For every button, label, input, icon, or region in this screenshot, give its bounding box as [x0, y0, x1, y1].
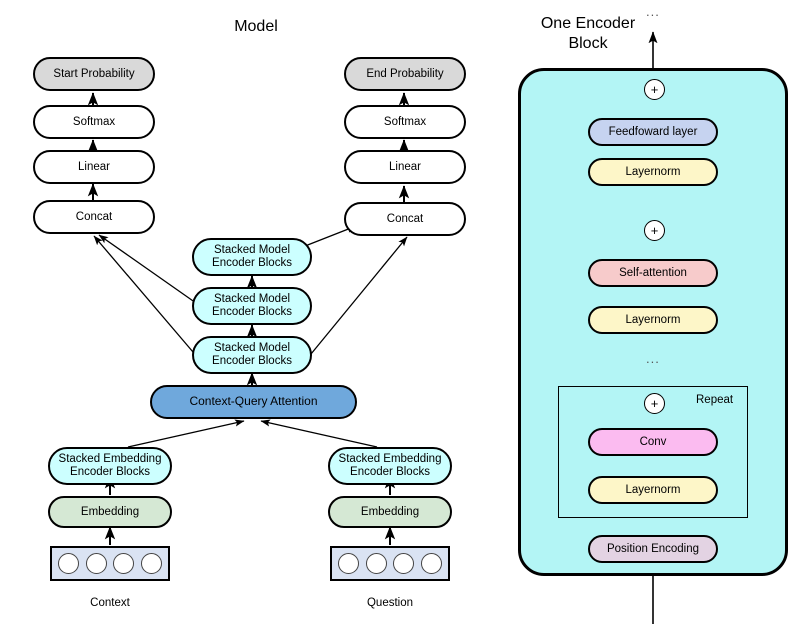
question-stacked-embedding-encoder-blocks[interactable]: Stacked Embedding Encoder Blocks — [328, 447, 452, 485]
add-node-feedforward: + — [644, 79, 665, 100]
stacked-model-block-3-line-2: Encoder Blocks — [212, 355, 292, 367]
layernorm-node-mid[interactable]: Layernorm — [588, 306, 718, 334]
start-probability-node[interactable]: Start Probability — [33, 57, 155, 91]
stacked-model-block-2-line-1: Stacked Model — [213, 293, 291, 306]
context-token-box[interactable] — [50, 546, 170, 581]
start-softmax-node[interactable]: Softmax — [33, 105, 155, 139]
end-concat-node[interactable]: Concat — [344, 202, 466, 236]
left-diagram-title: Model — [234, 18, 278, 35]
stacked-model-encoder-block-2[interactable]: Stacked Model Encoder Blocks — [192, 287, 312, 325]
context-token-4 — [140, 553, 162, 574]
end-softmax-node[interactable]: Softmax — [344, 105, 466, 139]
end-linear-node[interactable]: Linear — [344, 150, 466, 184]
encoder-inner-ellipsis: ... — [646, 351, 660, 366]
context-token-3 — [113, 553, 135, 574]
context-token-2 — [85, 553, 107, 574]
stacked-model-encoder-block-3[interactable]: Stacked Model Encoder Blocks — [192, 336, 312, 374]
stacked-model-block-2-line-2: Encoder Blocks — [212, 306, 292, 318]
context-caption: Context — [90, 597, 130, 609]
question-token-2 — [365, 553, 387, 574]
stacked-to-left-concat-arrows — [93, 234, 197, 353]
question-token-3 — [393, 553, 415, 574]
context-stacked-embedding-line-2: Encoder Blocks — [70, 466, 150, 478]
question-token-1 — [338, 553, 360, 574]
stacked-model-block-1-line-1: Stacked Model — [213, 244, 291, 257]
question-token-4 — [420, 553, 442, 574]
right-title-line-1: One Encoder — [540, 15, 636, 32]
start-concat-node[interactable]: Concat — [33, 200, 155, 234]
conv-node[interactable]: Conv — [588, 428, 718, 456]
question-stacked-embedding-line-1: Stacked Embedding — [338, 453, 442, 466]
end-probability-node[interactable]: End Probability — [344, 57, 466, 91]
question-caption: Question — [366, 597, 414, 609]
stacked-model-encoder-block-1[interactable]: Stacked Model Encoder Blocks — [192, 238, 312, 276]
context-stacked-embedding-line-1: Stacked Embedding — [58, 453, 162, 466]
context-embedding-node[interactable]: Embedding — [48, 496, 172, 528]
question-stacked-embedding-line-2: Encoder Blocks — [350, 466, 430, 478]
repeat-group-box — [558, 386, 748, 518]
stacked-to-right-concat-arrows — [299, 225, 408, 355]
top-ellipsis: ... — [646, 4, 660, 19]
context-query-attention-node[interactable]: Context-Query Attention — [150, 385, 357, 419]
feedforward-layer-node[interactable]: Feedfoward layer — [588, 118, 718, 146]
context-token-1 — [58, 553, 80, 574]
context-stacked-embedding-encoder-blocks[interactable]: Stacked Embedding Encoder Blocks — [48, 447, 172, 485]
start-linear-node[interactable]: Linear — [33, 150, 155, 184]
question-token-box[interactable] — [330, 546, 450, 581]
layernorm-node-repeat[interactable]: Layernorm — [588, 476, 718, 504]
question-embedding-node[interactable]: Embedding — [328, 496, 452, 528]
right-title-line-2: Block — [568, 34, 608, 52]
add-node-conv: + — [644, 393, 665, 414]
stacked-model-block-3-line-1: Stacked Model — [213, 342, 291, 355]
repeat-label: Repeat — [696, 394, 734, 406]
embedding-to-attention-arrows — [127, 419, 378, 448]
layernorm-node-top[interactable]: Layernorm — [588, 158, 718, 186]
right-diagram-title: One Encoder Block — [508, 14, 668, 53]
add-node-self-attention: + — [644, 220, 665, 241]
position-encoding-node[interactable]: Position Encoding — [588, 535, 718, 563]
self-attention-node[interactable]: Self-attention — [588, 259, 718, 287]
stacked-model-block-1-line-2: Encoder Blocks — [212, 257, 292, 269]
